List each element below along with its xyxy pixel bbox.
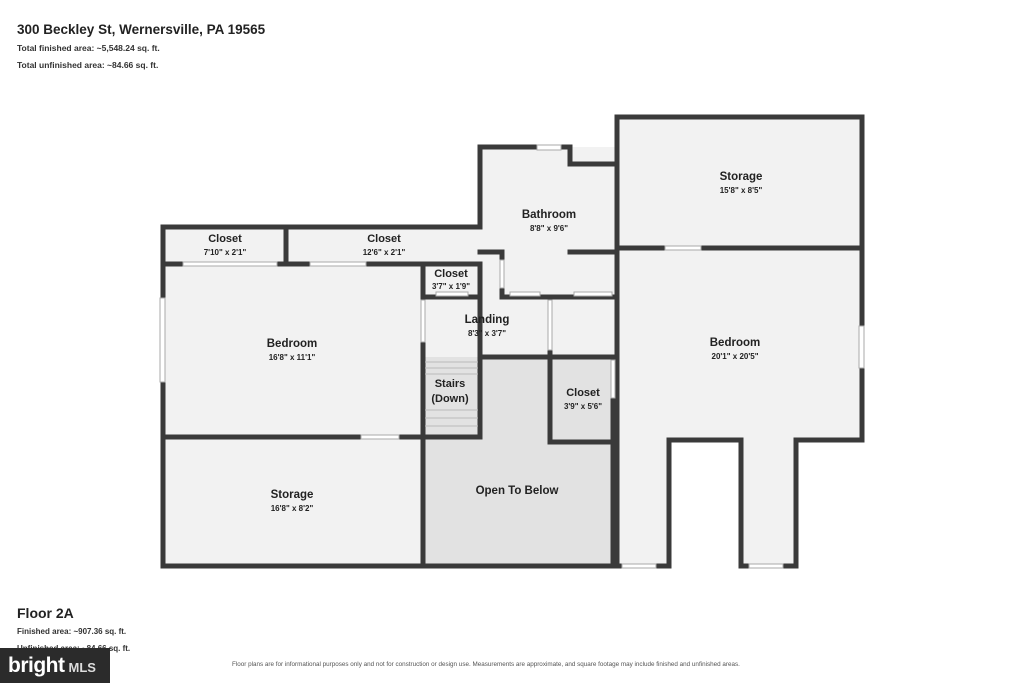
room-dims: 16'8" x 11'1" [269, 353, 316, 362]
room-label-stairs: Stairs (Down) [431, 378, 469, 405]
floor-name: Floor 2A [17, 605, 74, 621]
room-dims: (Down) [431, 393, 469, 405]
address-title: 300 Beckley St, Wernersville, PA 19565 [17, 22, 266, 37]
disclaimer-text: Floor plans are for informational purpos… [232, 661, 740, 668]
room-dims: 20'1" x 20'5" [712, 352, 759, 361]
room-dims: 16'8" x 8'2" [271, 504, 314, 513]
room-label-storage-top: Storage 15'8" x 8'5" [720, 171, 763, 195]
total-unfinished-area: Total unfinished area: ~84.66 sq. ft. [17, 60, 159, 70]
room-name: Storage [271, 489, 314, 501]
windows [159, 144, 865, 569]
room-label-bathroom: Bathroom 8'8" x 9'6" [522, 209, 576, 233]
room-label-bedroom-right: Bedroom 20'1" x 20'5" [710, 337, 760, 361]
room-label-landing: Landing 8'3" x 3'7" [465, 314, 510, 338]
room-name: Closet [566, 387, 600, 399]
room-name: Open To Below [476, 485, 559, 497]
room-label-open-below: Open To Below [476, 485, 559, 497]
room-dims: 8'8" x 9'6" [530, 224, 568, 233]
room-name: Bathroom [522, 209, 576, 221]
room-dims: 3'7" x 1'9" [432, 282, 470, 291]
room-dims: 15'8" x 8'5" [720, 186, 763, 195]
room-label-storage-bottom: Storage 16'8" x 8'2" [271, 489, 314, 513]
room-name: Closet [434, 268, 468, 280]
room-label-closet-a: Closet 7'10" x 2'1" [204, 233, 247, 257]
room-dims: 8'3" x 3'7" [468, 329, 506, 338]
room-label-bedroom-left: Bedroom 16'8" x 11'1" [267, 338, 317, 362]
room-name: Stairs [435, 378, 466, 390]
room-dims: 3'9" x 5'6" [564, 402, 602, 411]
room-name: Bedroom [710, 337, 760, 349]
room-dims: 7'10" x 2'1" [204, 248, 247, 257]
room-name: Storage [720, 171, 763, 183]
floor-finished-area: Finished area: ~907.36 sq. ft. [17, 627, 127, 636]
logo-word: bright [8, 653, 65, 677]
room-label-closet-d: Closet 3'9" x 5'6" [564, 387, 602, 411]
room-name: Closet [208, 233, 242, 245]
room-dims: 12'6" x 2'1" [363, 248, 406, 257]
total-finished-area: Total finished area: ~5,548.24 sq. ft. [17, 43, 160, 53]
room-name: Closet [367, 233, 401, 245]
brightmls-logo: bright MLS [0, 648, 110, 683]
floor-fills [163, 117, 862, 566]
open-to-below-area [423, 357, 613, 566]
room-label-closet-b: Closet 12'6" x 2'1" [363, 233, 406, 257]
room-name: Bedroom [267, 338, 317, 350]
stair-treads [425, 361, 478, 427]
room-label-closet-c: Closet 3'7" x 1'9" [432, 268, 470, 291]
room-name: Landing [465, 314, 510, 326]
logo-suffix: MLS [68, 659, 96, 675]
